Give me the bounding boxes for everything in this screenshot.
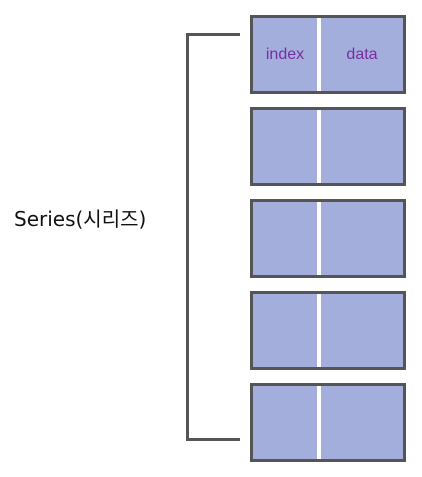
- data-cell-label: data: [346, 46, 378, 63]
- series-row-3: [250, 199, 406, 278]
- series-bracket: [186, 33, 240, 441]
- row-divider: [317, 294, 321, 367]
- series-row-5: [250, 383, 406, 462]
- index-cell-label: [253, 202, 317, 275]
- data-cell-label: [321, 294, 403, 367]
- index-cell-label: [253, 110, 317, 183]
- index-cell-label: index: [265, 46, 305, 63]
- data-cell-label: [321, 386, 403, 459]
- row-divider: [317, 202, 321, 275]
- index-cell-label: [253, 386, 317, 459]
- series-label: Series(시리즈): [14, 207, 147, 231]
- index-cell-label: [253, 294, 317, 367]
- series-row-4: [250, 291, 406, 370]
- row-divider: [317, 18, 321, 91]
- row-divider: [317, 110, 321, 183]
- data-cell-label: [321, 110, 403, 183]
- series-row-1: index data: [250, 15, 406, 94]
- data-cell-label: [321, 202, 403, 275]
- series-row-2: [250, 107, 406, 186]
- row-divider: [317, 386, 321, 459]
